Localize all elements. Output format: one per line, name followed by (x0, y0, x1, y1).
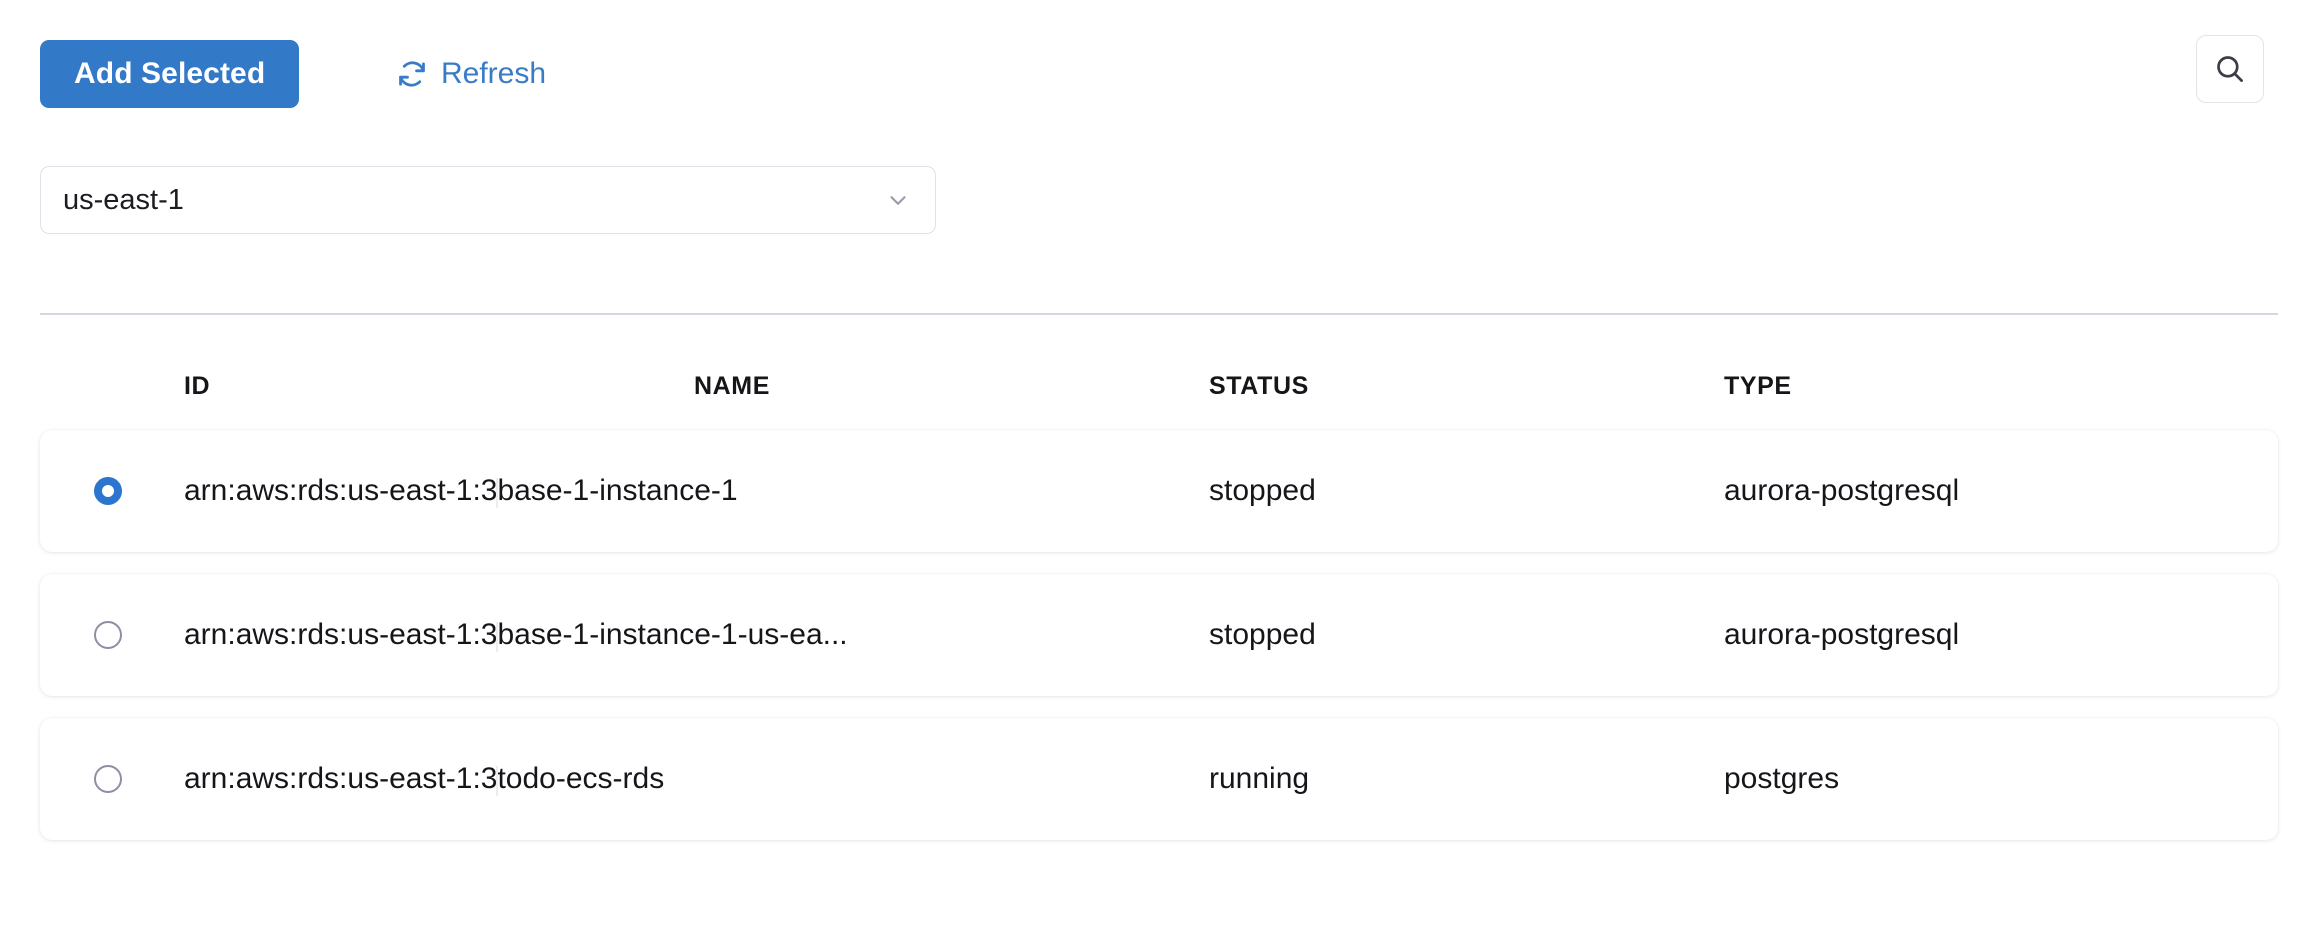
row-radio-cell[interactable] (78, 430, 138, 552)
row-id-cell: arn:aws:rds:us-east-1:3 base-1-instance-… (184, 430, 1204, 552)
radio-button[interactable] (94, 621, 122, 649)
region-select-value: us-east-1 (63, 183, 184, 216)
refresh-button[interactable]: Refresh (396, 50, 546, 98)
row-status-cell: stopped (1209, 474, 1316, 507)
table-row[interactable]: arn:aws:rds:us-east-1:3 base-1-instance-… (40, 574, 2278, 696)
toolbar: Add Selected Refresh (0, 0, 2298, 140)
radio-button[interactable] (94, 477, 122, 505)
column-header-name: NAME (694, 372, 771, 400)
table-row[interactable]: arn:aws:rds:us-east-1:3 base-1-instance-… (40, 430, 2278, 552)
row-status-cell: stopped (1209, 618, 1316, 651)
instances-table: ID NAME STATUS TYPE arn:aws:rds:us-east-… (0, 360, 2298, 862)
arn-tail: todo-ecs-rds (497, 762, 665, 795)
column-header-status: STATUS (1209, 372, 1309, 400)
table-body: arn:aws:rds:us-east-1:3 base-1-instance-… (0, 430, 2298, 840)
refresh-icon (396, 58, 428, 90)
row-radio-cell[interactable] (78, 718, 138, 840)
search-icon (2213, 52, 2247, 86)
row-id-cell: arn:aws:rds:us-east-1:3 base-1-instance-… (184, 574, 1204, 696)
row-type-cell: aurora-postgresql (1724, 474, 1960, 507)
table-row[interactable]: arn:aws:rds:us-east-1:3 todo-ecs-rds run… (40, 718, 2278, 840)
arn-prefix: arn:aws:rds:us-east-1:3 (184, 762, 498, 795)
region-select[interactable]: us-east-1 (40, 166, 936, 234)
row-type-cell: postgres (1724, 762, 1840, 795)
chevron-down-icon (885, 187, 911, 213)
arn-prefix: arn:aws:rds:us-east-1:3 (184, 618, 498, 651)
radio-button[interactable] (94, 765, 122, 793)
row-radio-cell[interactable] (78, 574, 138, 696)
row-status-cell: running (1209, 762, 1310, 795)
table-header-row: ID NAME STATUS TYPE (0, 360, 2298, 430)
arn-tail: base-1-instance-1 (497, 474, 738, 507)
column-header-id: ID (184, 372, 211, 400)
search-button[interactable] (2196, 35, 2264, 103)
arn-tail: base-1-instance-1-us-ea... (497, 618, 848, 651)
column-header-type: TYPE (1724, 372, 1792, 400)
row-type-cell: aurora-postgresql (1724, 618, 1960, 651)
add-selected-button[interactable]: Add Selected (40, 40, 300, 108)
refresh-label: Refresh (441, 57, 547, 90)
section-divider (40, 313, 2278, 315)
arn-prefix: arn:aws:rds:us-east-1:3 (184, 474, 498, 507)
row-id-cell: arn:aws:rds:us-east-1:3 todo-ecs-rds (184, 718, 1204, 840)
